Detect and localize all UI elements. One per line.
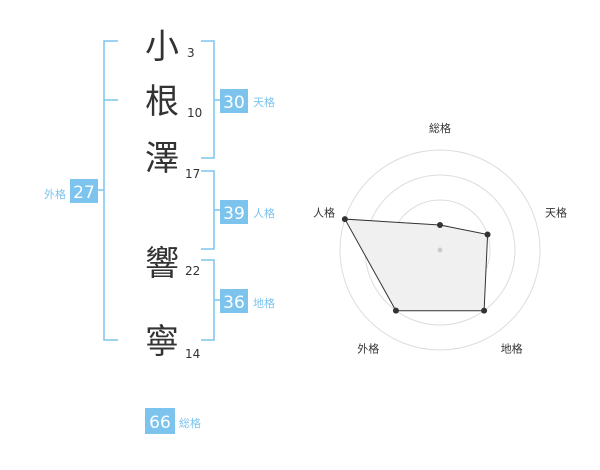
radar-point-2 xyxy=(481,307,488,314)
radar-axis-label-soukaku: 総格 xyxy=(429,121,451,135)
badge-tenkaku-value: 30 xyxy=(223,93,245,113)
name-char-4: 響 xyxy=(145,244,179,284)
badge-gaikaku: 外格 27 xyxy=(44,179,98,203)
chikaku-bracket xyxy=(201,259,215,341)
radar-points xyxy=(341,216,491,314)
badge-tenkaku: 30 天格 xyxy=(220,89,275,113)
stroke-count-5: 14 xyxy=(185,347,200,361)
stroke-count-1: 3 xyxy=(187,46,195,60)
badge-soukaku: 66 総格 xyxy=(145,408,201,434)
badge-jinkaku: 39 人格 xyxy=(220,200,275,224)
radar-chart: 総格 天格 地格 外格 人格 xyxy=(313,121,567,356)
tenkaku-bracket xyxy=(201,40,215,159)
badge-chikaku-label: 地格 xyxy=(253,296,275,310)
radar-axis-label-chikaku: 地格 xyxy=(501,342,523,356)
stroke-count-2: 10 xyxy=(187,106,202,120)
badge-soukaku-value: 66 xyxy=(149,413,171,433)
badge-chikaku: 36 地格 xyxy=(220,289,275,313)
stroke-count-4: 22 xyxy=(185,264,200,278)
badge-jinkaku-label: 人格 xyxy=(253,206,275,220)
outer-bracket xyxy=(103,40,118,341)
badge-gaikaku-value: 27 xyxy=(73,183,95,203)
badge-soukaku-box xyxy=(145,408,175,434)
radar-point-3 xyxy=(392,307,399,314)
badge-jinkaku-value: 39 xyxy=(223,204,245,224)
name-char-2: 根 xyxy=(145,82,179,122)
radar-center-dot xyxy=(437,247,443,253)
badge-gaikaku-label: 外格 xyxy=(44,187,66,201)
radar-axis-label-jinkaku: 人格 xyxy=(313,205,335,219)
radar-point-1 xyxy=(484,231,491,238)
radar-point-4 xyxy=(341,216,348,223)
badge-tenkaku-label: 天格 xyxy=(253,95,275,109)
badge-chikaku-value: 36 xyxy=(223,293,245,313)
badge-jinkaku-box xyxy=(220,200,248,224)
radar-axis-label-gaikaku: 外格 xyxy=(357,342,379,356)
stroke-count-3: 17 xyxy=(185,167,200,181)
name-char-1: 小 xyxy=(145,27,179,67)
badge-soukaku-label: 総格 xyxy=(179,416,201,430)
radar-point-0 xyxy=(437,222,443,228)
bracket-lines xyxy=(96,40,220,341)
jinkaku-bracket xyxy=(201,170,215,250)
badge-tenkaku-box xyxy=(220,89,248,113)
badge-chikaku-box xyxy=(220,289,248,313)
name-char-3: 澤 xyxy=(145,139,179,179)
badge-gaikaku-box xyxy=(70,179,98,203)
radar-value-polygon xyxy=(344,218,489,312)
radar-ring-4 xyxy=(339,149,541,351)
name-char-5: 寧 xyxy=(145,322,179,362)
name-characters: 小 3 根 10 澤 17 響 22 寧 14 xyxy=(145,27,202,362)
radar-axis-label-tenkaku: 天格 xyxy=(545,205,567,219)
